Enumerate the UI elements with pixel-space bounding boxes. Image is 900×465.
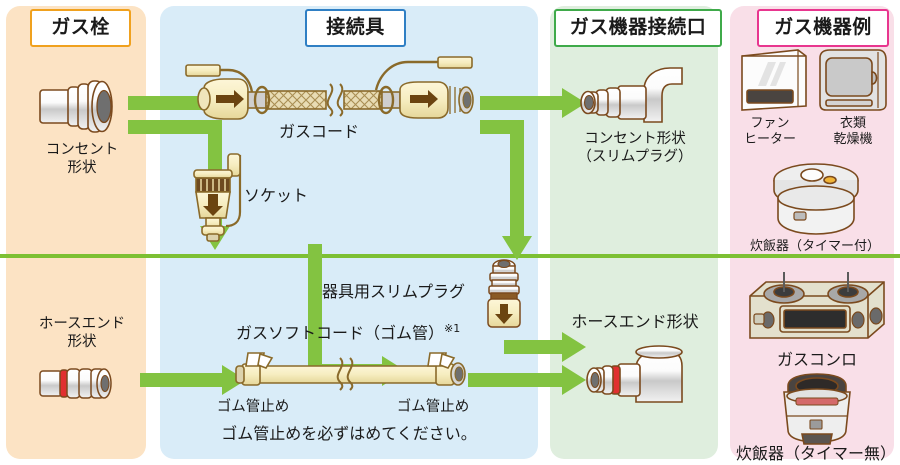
arrow-slimplug-to-hoseend	[490, 332, 586, 362]
label-appliance-rice-cooker-timer: 炊飯器（タイマー付）	[749, 239, 880, 254]
socket-illustration	[193, 153, 242, 242]
gas-tap-hoseend-illustration	[39, 368, 112, 399]
arrow-softcord-to-hoseend	[468, 365, 586, 395]
label-appliance-rice-cooker-no-timer: 炊飯器（タイマー無）	[735, 444, 896, 463]
label-soft-cord: ガスソフトコード（ゴム管）※1	[236, 322, 466, 343]
label-appliance-clothes-dryer: 衣類 乾燥機	[833, 116, 873, 147]
port-hoseend-illustration	[586, 345, 683, 403]
arrow-outlet-to-gascord	[128, 88, 238, 118]
arrow-gascord-to-port	[480, 88, 586, 118]
title-appliance-port: ガス機器接続口	[554, 9, 722, 47]
section-divider	[0, 254, 900, 258]
label-gas-cord: ガスコード	[278, 122, 359, 141]
label-gas-tap-hose-end: ホースエンド 形状	[38, 316, 126, 350]
label-stopper-right: ゴム管止め	[396, 399, 470, 415]
title-appliance-examples: ガス機器例	[757, 9, 889, 47]
appliance-rice-cooker-timer-illustration	[773, 163, 859, 235]
label-socket: ソケット	[244, 186, 309, 205]
appliance-clothes-dryer-illustration	[819, 49, 887, 111]
label-soft-cord-text: ガスソフトコード（ゴム管）	[236, 323, 445, 343]
appliance-gas-stove-illustration	[749, 272, 885, 339]
label-port-hose-end: ホースエンド形状	[571, 312, 699, 331]
soft-cord-illustration	[235, 352, 466, 391]
label-appliance-gas-stove: ガスコンロ	[776, 350, 857, 369]
label-port-outlet: コンセント形状 （スリムプラグ）	[577, 131, 693, 165]
title-connector: 接続具	[305, 9, 406, 47]
arrow-hoseendtap-to-softcord	[140, 365, 246, 395]
gas-cord-illustration	[185, 56, 474, 120]
label-slim-plug: 器具用スリムプラグ	[322, 282, 466, 301]
title-gas-tap: ガス栓	[30, 9, 131, 47]
gas-tap-outlet-illustration	[39, 80, 113, 133]
arrow-gascord-down	[480, 120, 532, 260]
label-gas-tap-outlet: コンセント 形状	[45, 142, 119, 176]
label-stopper-warning: ゴム管止めを必ずはめてください。	[221, 424, 477, 443]
label-stopper-left: ゴム管止め	[216, 399, 290, 415]
label-appliance-fan-heater: ファン ヒーター	[743, 116, 796, 147]
label-soft-cord-note: ※1	[444, 322, 461, 335]
appliance-rice-cooker-no-timer-illustration	[783, 373, 851, 445]
port-outlet-illustration	[580, 67, 683, 123]
slim-plug-illustration	[487, 259, 521, 328]
appliance-fan-heater-illustration	[741, 49, 807, 111]
